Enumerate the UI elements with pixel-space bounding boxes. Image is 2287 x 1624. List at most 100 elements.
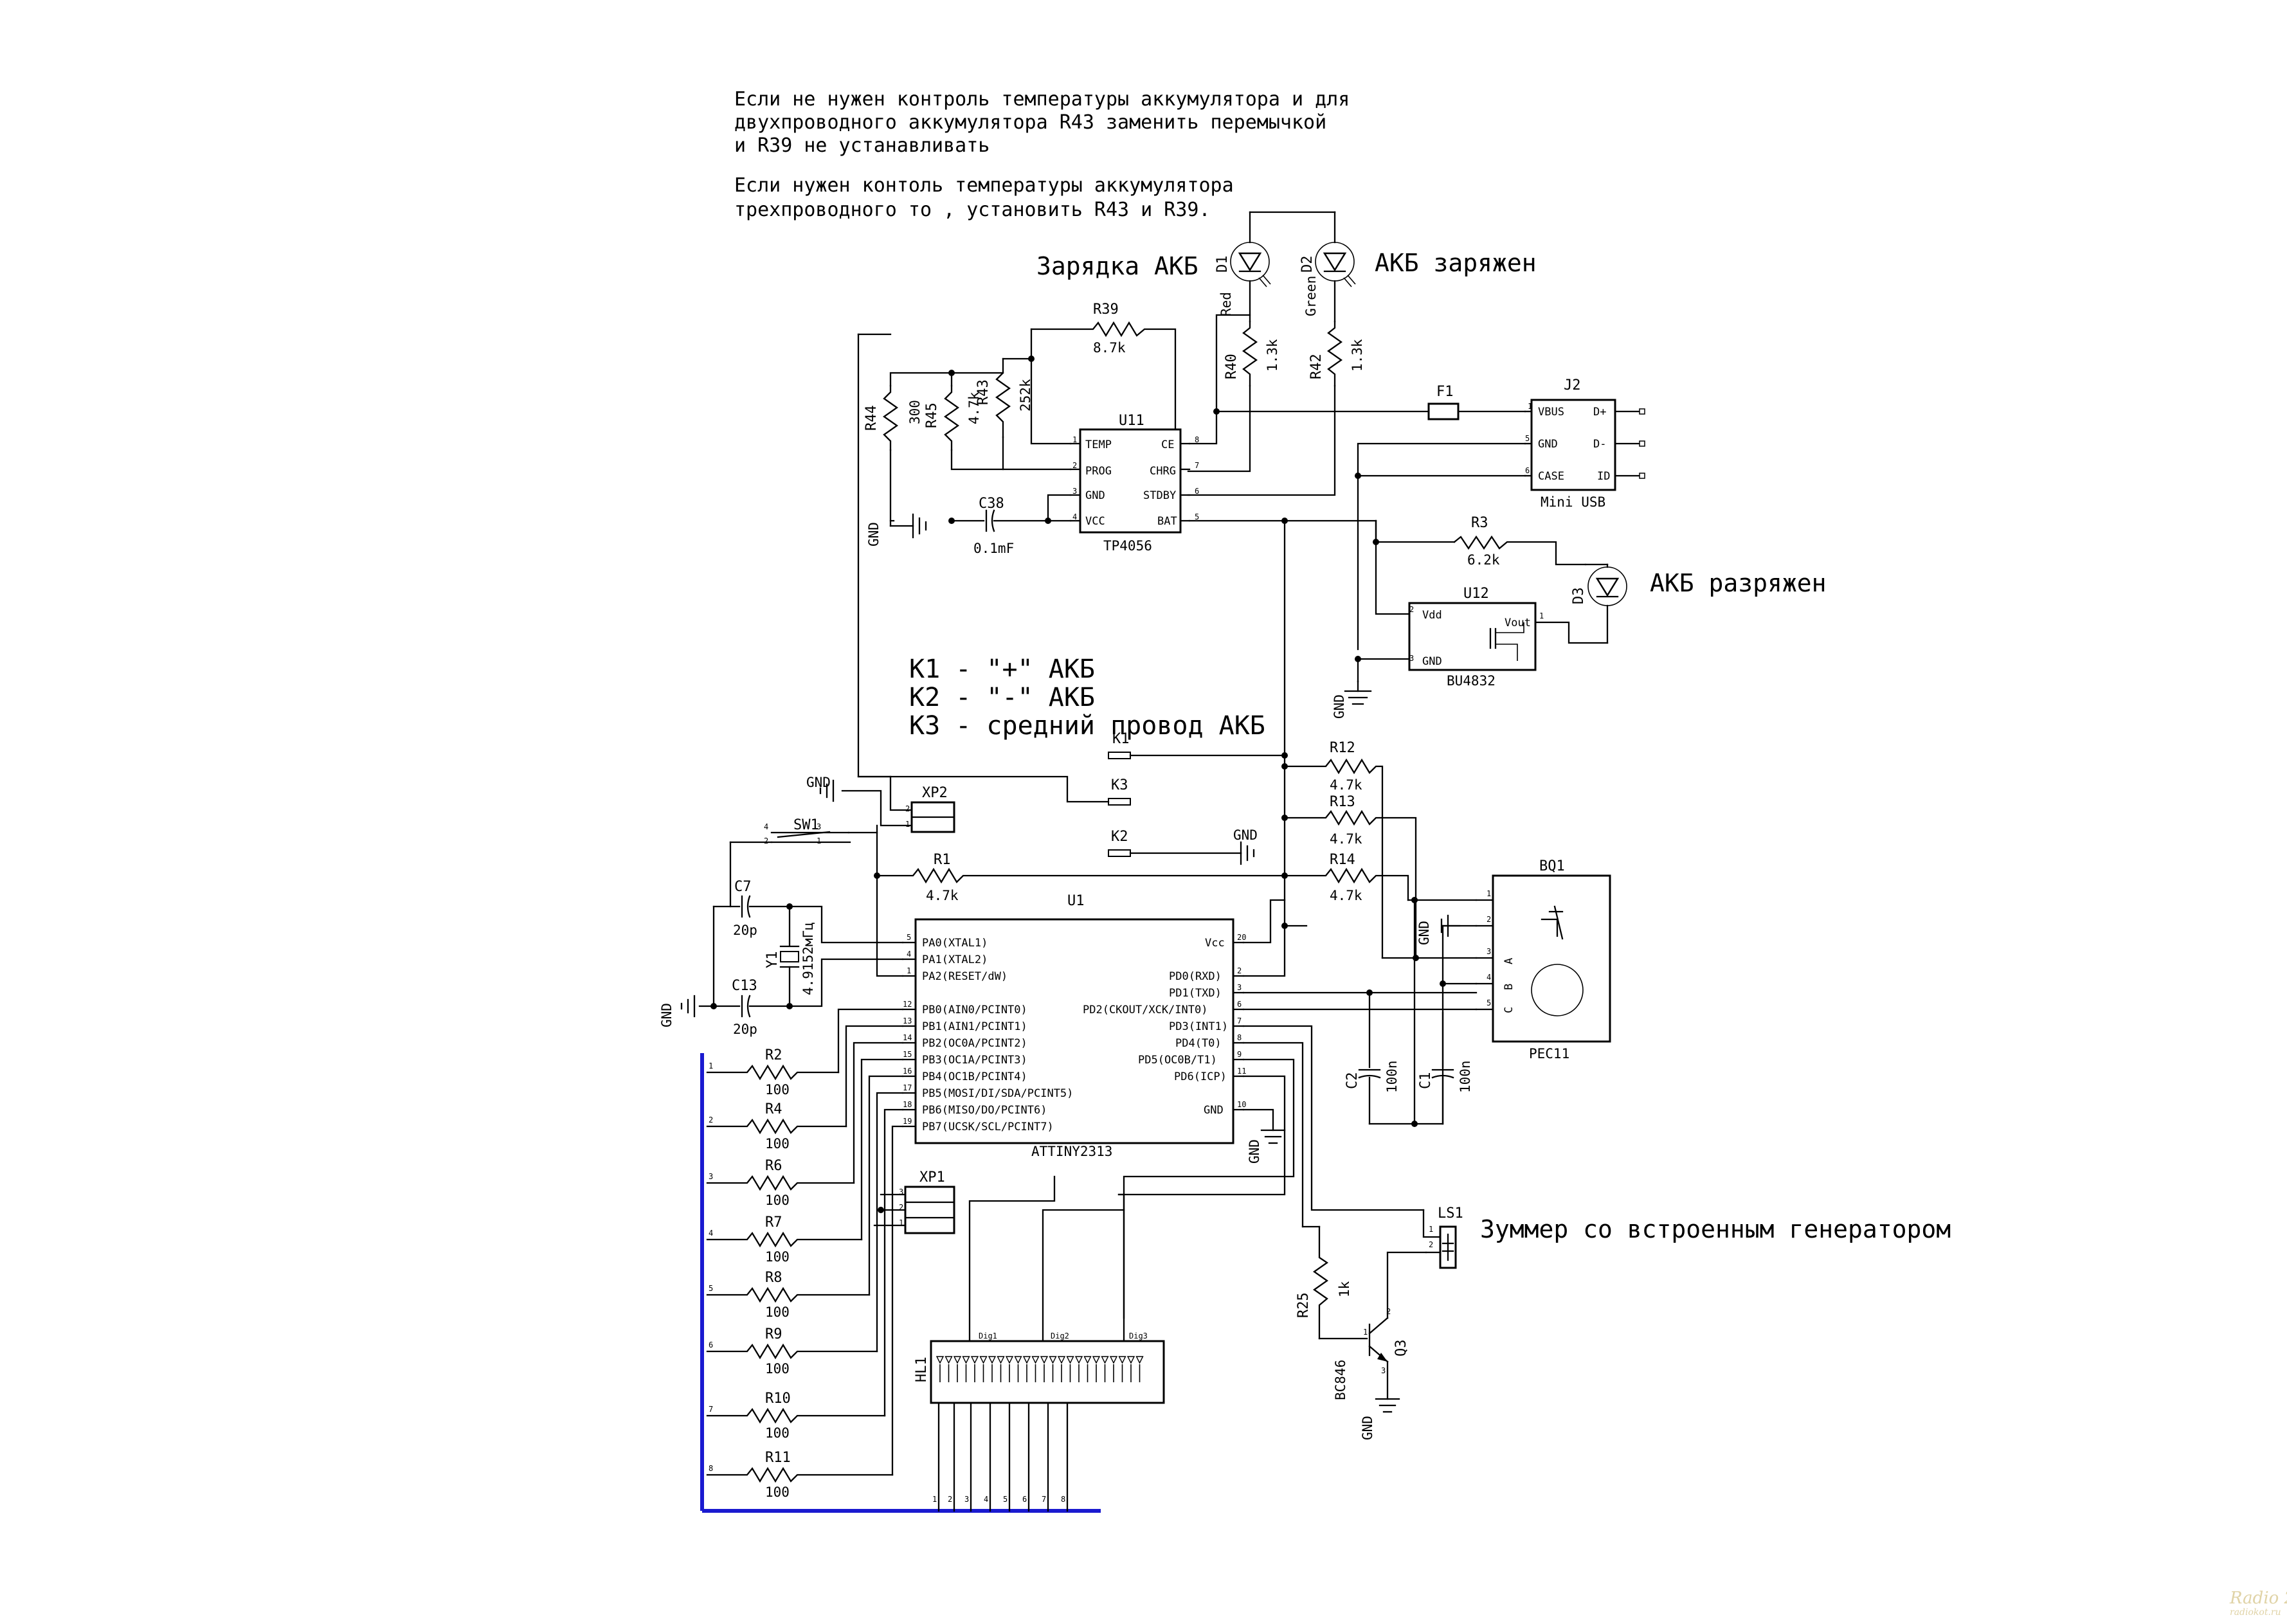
segment-resistors: 1R21002R41003R61004R71005R81006R91007R10… <box>706 1047 894 1500</box>
svg-text:1: 1 <box>905 820 910 829</box>
u11-pin-gnd: GND <box>1085 489 1105 502</box>
svg-text:2: 2 <box>1409 605 1414 614</box>
r3-ref: R3 <box>1471 515 1488 531</box>
segment-resistor-value: 100 <box>765 1193 790 1208</box>
u1-pnum-13: 13 <box>903 1016 912 1025</box>
c1-value: 100n <box>1458 1060 1473 1093</box>
u1-pnum-3: 3 <box>1237 983 1242 992</box>
hl1-segment-led <box>945 1356 953 1364</box>
capacitor-c13: C13 20p <box>712 978 791 1037</box>
resistor-r12: R12 4.7k <box>1283 740 1384 959</box>
c7-ref: C7 <box>734 879 752 895</box>
gnd-symbol-4: GND <box>1416 914 1461 945</box>
k1-ref: K1 <box>1112 731 1130 747</box>
svg-text:2: 2 <box>1487 915 1491 924</box>
segment-resistor-ref: R8 <box>765 1270 782 1286</box>
svg-text:4: 4 <box>1072 512 1077 521</box>
u1-pnum-9: 9 <box>1237 1050 1242 1059</box>
hl1-segment-led <box>1022 1356 1031 1364</box>
j2-pin-id: ID <box>1597 470 1610 483</box>
u1-pnum-10: 10 <box>1237 1100 1246 1109</box>
label-discharged: АКБ разряжен <box>1650 569 1827 597</box>
segment-resistor-5 <box>706 1286 871 1303</box>
u1-pin-pd1: PD1(TXD) <box>1169 987 1222 1000</box>
resistor-r45: R45 4.7k <box>924 384 982 451</box>
u11-pin-chrg: CHRG <box>1150 465 1176 478</box>
c7-value: 20p <box>733 923 757 938</box>
svg-text:6: 6 <box>1525 466 1530 475</box>
hl1-segment-led <box>1057 1356 1066 1364</box>
u1-pin-pd0: PD0(RXD) <box>1169 970 1222 983</box>
r44-value: 300 <box>907 400 923 424</box>
resistor-r44: R44 300 <box>863 384 923 451</box>
svg-text:3: 3 <box>1409 654 1414 663</box>
u1-pnum-7: 7 <box>1237 1016 1242 1025</box>
led-d1: D1 Red <box>1215 211 1271 323</box>
segment-resistor-value: 100 <box>765 1249 790 1265</box>
r25-ref: R25 <box>1296 1292 1312 1318</box>
hl1-segment-led <box>997 1356 1005 1364</box>
resistor-r14: R14 4.7k <box>1283 852 1409 903</box>
display-hl1: HL1 Dig1 Dig2 Dig3 <box>914 1331 1165 1404</box>
u1-pin-pd6: PD6(ICP) <box>1174 1070 1227 1083</box>
xp1-ref: XP1 <box>919 1169 945 1186</box>
r12-ref: R12 <box>1330 740 1355 756</box>
hl1-segment-led <box>1101 1356 1109 1364</box>
xp2-ref: XP2 <box>922 785 948 801</box>
u1-pin-pd5: PD5(OC0B/T1) <box>1138 1054 1217 1067</box>
note-line-3: и R39 не устанавливать <box>734 134 990 157</box>
hl1-segment-led <box>953 1356 962 1364</box>
r39-ref: R39 <box>1093 302 1119 318</box>
u1-pnum-5: 5 <box>907 933 911 942</box>
segment-resistor-ref: R4 <box>765 1101 782 1117</box>
hl1-segment-led <box>1005 1356 1014 1364</box>
j2-pin-gnd: GND <box>1538 438 1558 451</box>
svg-text:3: 3 <box>817 822 821 831</box>
watermark-site: radiokot.ru <box>2230 1607 2281 1618</box>
r3-value: 6.2k <box>1467 552 1500 568</box>
u1-pin-pd4: PD4(T0) <box>1175 1037 1222 1050</box>
r45-ref: R45 <box>924 402 940 428</box>
u1-pin-pa1: PA1(XTAL2) <box>922 953 988 966</box>
hl1-segment-led <box>1083 1356 1092 1364</box>
j2-pin-dminus: D- <box>1593 438 1606 451</box>
u1-pnum-15: 15 <box>903 1050 912 1059</box>
r1-value: 4.7k <box>926 888 959 903</box>
r43-ref: R43 <box>975 379 991 405</box>
note-line-2: двухпроводного аккумулятора R43 заменить… <box>734 111 1326 134</box>
svg-text:2: 2 <box>1386 1307 1391 1316</box>
d1-color: Red <box>1218 292 1234 316</box>
k3-ref: K3 <box>1111 777 1128 793</box>
hl1-segment-led <box>1135 1356 1144 1364</box>
u1-pnum-12: 12 <box>903 1000 912 1009</box>
hl1-segment-led <box>1074 1356 1083 1364</box>
u1-pin-pd3: PD3(INT1) <box>1169 1020 1228 1033</box>
svg-text:1: 1 <box>899 1218 903 1227</box>
u1-pin-pb4: PB4(OC1B/PCINT4) <box>922 1070 1027 1083</box>
svg-text:2: 2 <box>1072 461 1077 470</box>
hl1-digit-3: Dig3 <box>1129 1331 1148 1340</box>
hl1-pin-number: 2 <box>948 1495 952 1504</box>
svg-text:1: 1 <box>1363 1328 1368 1337</box>
connector-j2: J2 Mini USB VBUS GND CASE D+ D- ID 1 5 6 <box>1524 377 1645 510</box>
u1-pin-pb1: PB1(AIN1/PCINT1) <box>922 1020 1027 1033</box>
svg-text:5: 5 <box>1487 998 1491 1007</box>
watermark-title: Radio 2007 <box>2229 1589 2287 1608</box>
u1-pnum-1: 1 <box>907 966 911 975</box>
u1-pin-pb2: PB2(OC0A/PCINT2) <box>922 1037 1027 1050</box>
d2-ref: D2 <box>1299 256 1315 273</box>
hl1-segment-led <box>936 1356 945 1364</box>
segment-resistor-3 <box>706 1175 855 1191</box>
u11-pin-prog: PROG <box>1085 465 1112 478</box>
header-xp2: XP2 2 1 <box>905 785 955 833</box>
svg-text:2: 2 <box>899 1203 903 1212</box>
r1-ref: R1 <box>934 852 951 868</box>
segment-resistor-value: 100 <box>765 1304 790 1320</box>
hl1-pin-number: 6 <box>1022 1495 1027 1504</box>
c2-ref: C2 <box>1344 1072 1360 1090</box>
y1-ref: Y1 <box>764 952 781 969</box>
q3-ref: Q3 <box>1393 1340 1409 1357</box>
segment-resistor-2 <box>706 1118 847 1135</box>
chip-u11: U11 TP4056 TEMP PROG GND VCC CE CHRG STD… <box>1069 413 1199 554</box>
